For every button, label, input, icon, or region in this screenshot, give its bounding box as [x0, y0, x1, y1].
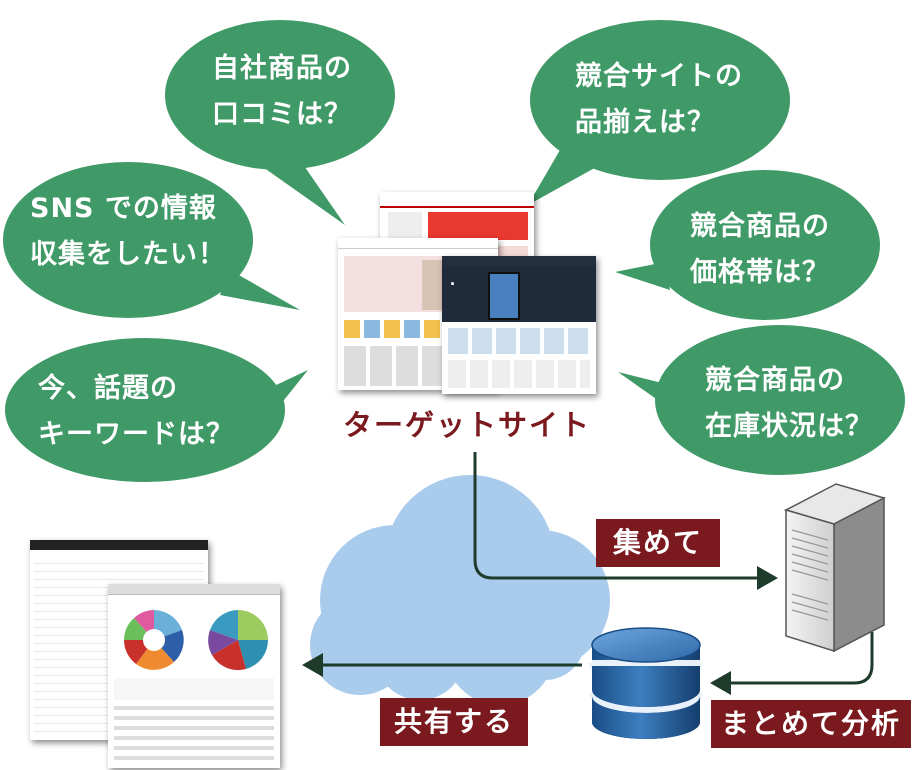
target-site-label: ターゲットサイト	[343, 408, 592, 442]
bubble-line: キーワードは？	[38, 419, 234, 450]
bubble-line: 自社商品の	[212, 53, 352, 84]
server-icon	[783, 483, 887, 653]
bubble-keywords	[5, 338, 308, 482]
bubble-line: 価格帯は？	[690, 257, 830, 288]
pie-charts-icon	[114, 610, 274, 760]
step-analyze-tag: まとめて分析	[711, 700, 911, 748]
bubble-text-sns: SNS での情報 収集をしたい！	[30, 186, 226, 278]
arrow-analyze	[728, 632, 874, 685]
database-icon	[589, 627, 703, 739]
arrow-collect	[473, 452, 760, 580]
bubble-line: 収集をしたい！	[30, 239, 226, 270]
bubble-competitor-lineup	[528, 20, 790, 205]
bubble-line: 競合サイトの	[575, 61, 743, 92]
step-collect-tag: 集めて	[596, 519, 720, 567]
cloud-shape	[310, 475, 610, 705]
screenshot-amazon: ·	[442, 256, 596, 394]
step-share-tag: 共有する	[380, 698, 528, 746]
bubble-text-competitor-lineup: 競合サイトの 品揃えは？	[575, 54, 743, 146]
bubble-text-keywords: 今、話題の キーワードは？	[38, 366, 234, 458]
bubble-sns	[3, 162, 300, 318]
bubble-line: 口コミは？	[212, 99, 352, 130]
bubble-line: SNS での情報	[30, 193, 217, 224]
bubble-line: 競合商品の	[690, 211, 830, 242]
bubble-line: 今、話題の	[38, 373, 178, 404]
bubble-price-range	[615, 170, 880, 320]
bubble-text-reviews: 自社商品の 口コミは？	[212, 46, 352, 138]
bubble-line: 競合商品の	[705, 365, 845, 396]
bubble-line: 在庫状況は？	[705, 411, 873, 442]
bubble-text-price-range: 競合商品の 価格帯は？	[690, 204, 830, 296]
bubble-text-stock: 競合商品の 在庫状況は？	[705, 358, 873, 450]
bubble-reviews	[165, 20, 395, 225]
dashboard-chart-screenshot	[108, 584, 280, 768]
bubble-line: 品揃えは？	[575, 107, 715, 138]
bubble-stock	[618, 325, 905, 475]
